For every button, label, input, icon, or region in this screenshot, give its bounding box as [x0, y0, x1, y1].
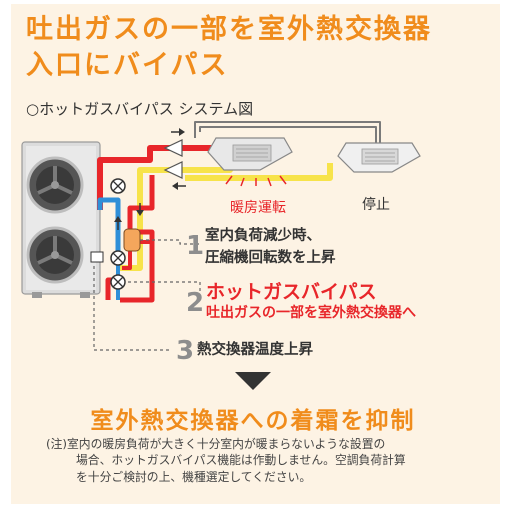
flow-arrow-icons: [114, 128, 186, 230]
step-2-number: 2: [186, 288, 205, 318]
step-1-number: 1: [186, 231, 205, 261]
indoor-unit-heating: [207, 137, 293, 171]
label-heating: 暖房運転: [230, 200, 286, 216]
diagram-subtitle: ○ホットガスバイパス システム図: [26, 100, 254, 118]
valve-icon: [110, 178, 126, 194]
step-1-line2: 圧縮機回転数を上昇: [205, 250, 336, 266]
fan-bottom-icon: [26, 226, 84, 284]
step-2-line2: 吐出ガスの一部を室外熱交換器へ: [206, 305, 416, 321]
step-3-line1: 熱交換器温度上昇: [197, 342, 313, 358]
indoor-unit-stopped: [337, 142, 421, 173]
footnote-line2: 場合、ホットガスバイパス機能は作動しません。空調負荷計算: [76, 453, 406, 468]
fan-top-icon: [26, 156, 84, 214]
footnote-line1: (注)室内の暖房負荷が大きく十分室内が暖まらないような設置の: [46, 437, 386, 451]
branch-triangle-icons: [163, 139, 183, 179]
switch-box-icon: [90, 251, 104, 263]
outdoor-unit: [21, 141, 101, 298]
expansion-valve-icon: [110, 250, 126, 266]
heat-waves-icon: [225, 175, 287, 187]
page-title-line1: 吐出ガスの一部を室外熱交換器: [26, 14, 432, 45]
footnote-line3: を十分ご検討の上、機種選定してください。: [76, 469, 312, 484]
leader-lines: [93, 239, 201, 351]
system-diagram: [21, 121, 421, 390]
step-2-line1: ホットガスバイパス: [206, 281, 377, 303]
conclusion-heading: 室外熱交換器への着霜を抑制: [90, 408, 416, 434]
result-arrow-icon: [235, 372, 271, 390]
step-3-number: 3: [176, 336, 195, 366]
bypass-valve-icon: [110, 274, 126, 290]
receiver-tank-icon: [123, 228, 141, 252]
step-1-line1: 室内負荷減少時、: [205, 228, 321, 244]
page-title-line2: 入口にバイパス: [26, 50, 229, 81]
footnote: (注)室内の暖房負荷が大きく十分室内が暖まらないような設置の 場合、ホットガスバ…: [46, 436, 476, 485]
label-stopped: 停止: [362, 197, 390, 213]
